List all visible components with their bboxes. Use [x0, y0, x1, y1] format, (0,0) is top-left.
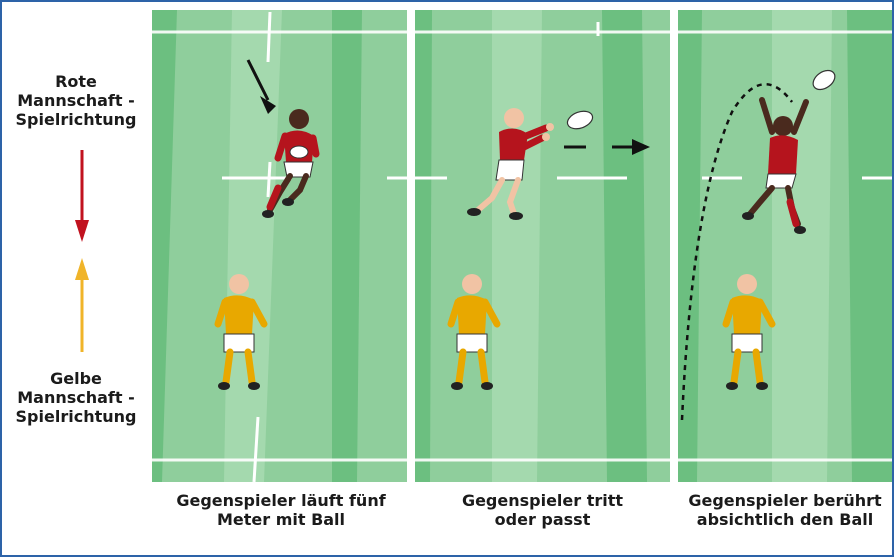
panel-3-pitch: [678, 10, 892, 482]
red-player-running: [262, 109, 320, 218]
panel-3-caption: Gegenspieler berührt absichtlich den Bal…: [678, 491, 892, 529]
run-arrow-icon: [246, 59, 276, 114]
red-label-line-1: Rote: [55, 72, 97, 91]
panel-3-caption-line-2: absichtlich den Ball: [696, 510, 874, 529]
red-label-line-3: Spielrichtung: [15, 110, 137, 129]
panel-2-caption: Gegenspieler tritt oder passt: [415, 491, 670, 529]
panel-3-caption-line-1: Gegenspieler berührt: [688, 491, 882, 510]
direction-arrow-down-icon: [75, 150, 89, 242]
yellow-player-panel-1: [214, 274, 268, 390]
red-player-passing: [467, 108, 554, 220]
panel-1-caption-line-1: Gegenspieler läuft fünf: [176, 491, 386, 510]
panel-1-caption: Gegenspieler läuft fünf Meter mit Ball: [154, 491, 408, 529]
yellow-player-panel-2: [447, 274, 501, 390]
panel-2-caption-line-2: oder passt: [494, 510, 591, 529]
pass-arrow-icon: [564, 139, 650, 155]
yellow-player-panel-3: [722, 274, 776, 390]
red-direction-label: Rote Mannschaft - Spielrichtung: [6, 72, 146, 129]
yellow-label-line-3: Spielrichtung: [15, 407, 137, 426]
direction-arrow-up-icon: [75, 258, 89, 352]
yellow-direction-label: Gelbe Mannschaft - Spielrichtung: [6, 369, 146, 426]
red-label-line-2: Mannschaft -: [17, 91, 135, 110]
panel-2-caption-line-1: Gegenspieler tritt: [461, 491, 624, 510]
panel-divider-2: [670, 10, 678, 482]
red-player-jumping: [742, 97, 809, 234]
rugby-ball-icon: [566, 110, 594, 130]
panel-divider-1: [407, 10, 415, 482]
yellow-label-line-2: Mannschaft -: [17, 388, 135, 407]
rugby-ball-icon: [812, 69, 836, 91]
yellow-label-line-1: Gelbe: [50, 369, 102, 388]
panel-2-pitch: [415, 10, 670, 482]
panel-1-pitch: [152, 10, 407, 483]
panel-1-caption-line-2: Meter mit Ball: [216, 510, 346, 529]
